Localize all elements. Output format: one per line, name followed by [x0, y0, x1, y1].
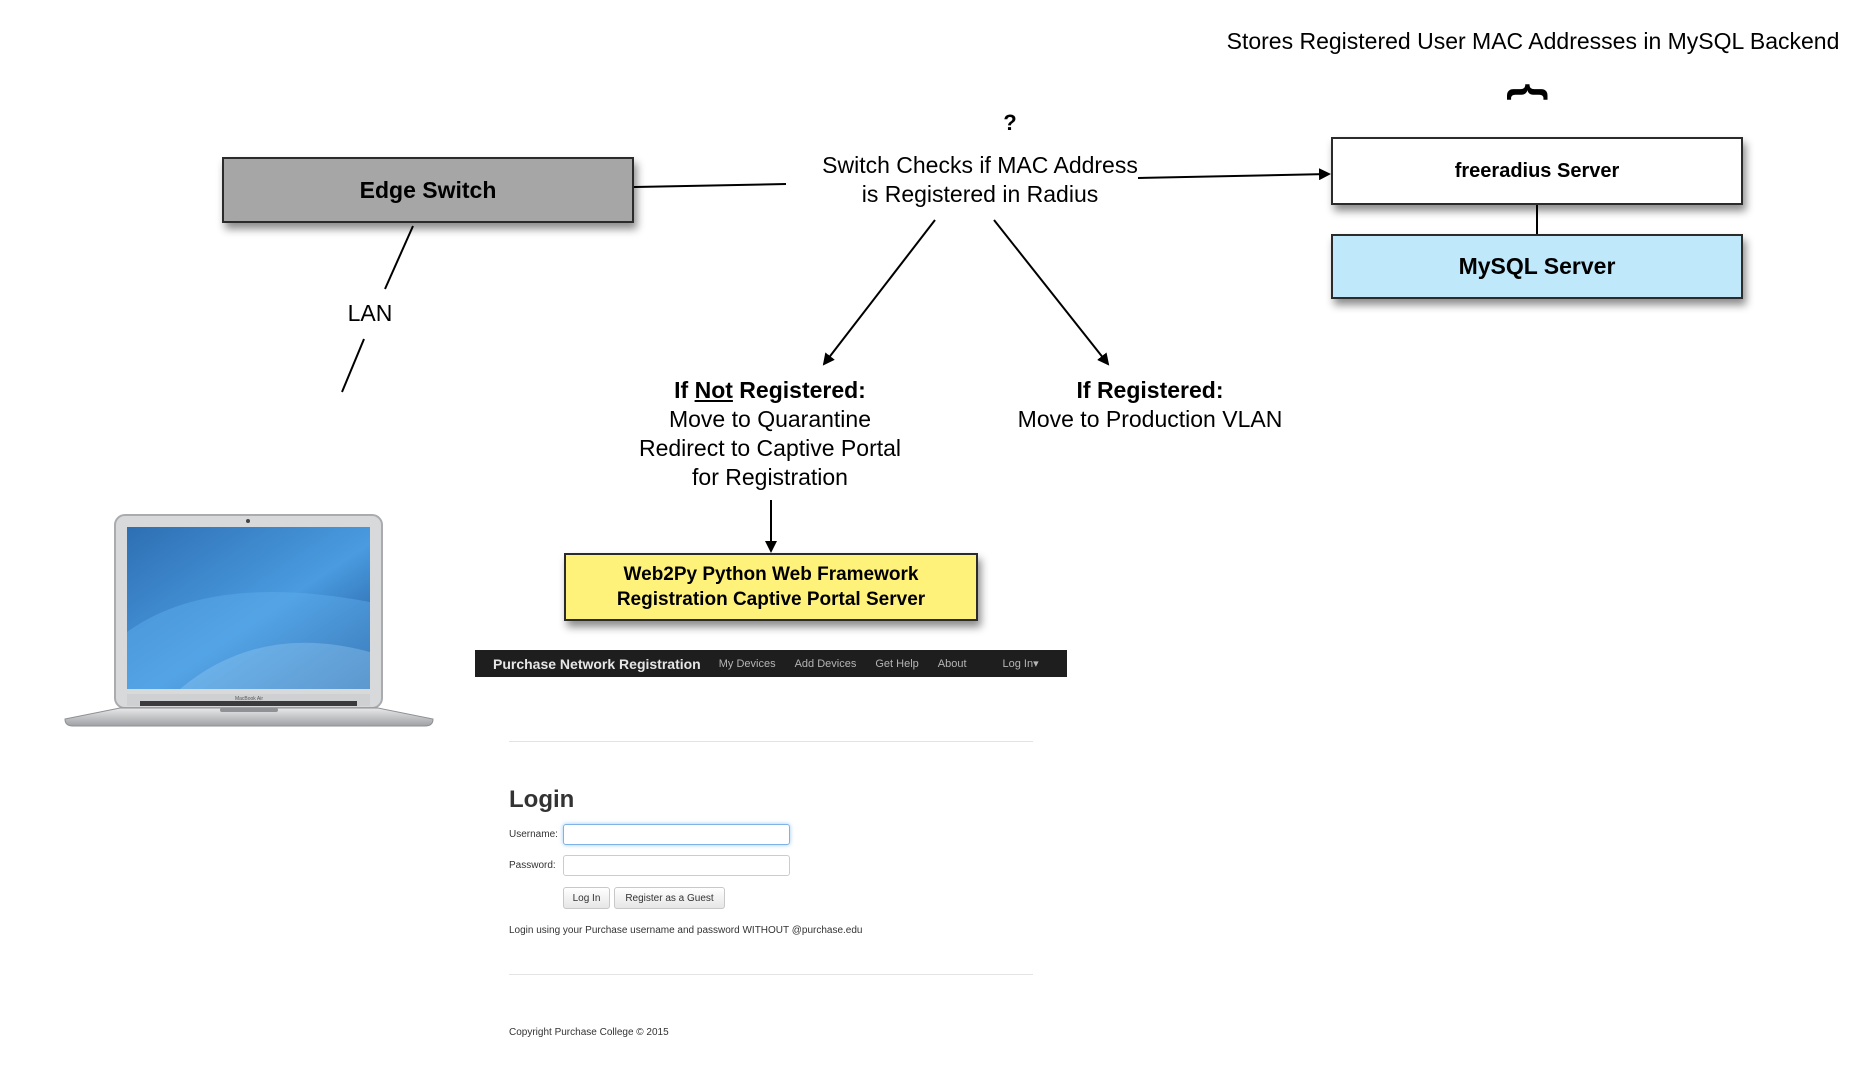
web2py-portal-node: Web2Py Python Web Framework Registration…	[564, 553, 978, 621]
check-to-freeradius-arrow	[1137, 168, 1331, 181]
nav-get-help[interactable]: Get Help	[875, 657, 919, 670]
brace-symbol: {	[1506, 83, 1555, 101]
portal-brand[interactable]: Purchase Network Registration	[493, 655, 701, 672]
check-to-not-registered-arrow	[822, 219, 936, 366]
not-registered-line4: for Registration	[692, 464, 848, 490]
login-title: Login	[509, 786, 575, 813]
password-label: Password:	[509, 860, 556, 871]
registered-label: If Registered: Move to Production VLAN	[990, 376, 1310, 434]
not-registered-line3: Redirect to Captive Portal	[638, 435, 902, 461]
edge-switch-node: Edge Switch	[222, 157, 634, 223]
lan-line-lower	[341, 338, 365, 393]
lan-line-upper	[384, 225, 414, 290]
freeradius-server-node: freeradius Server	[1331, 137, 1743, 205]
web2py-line1: Web2Py Python Web Framework	[623, 564, 919, 585]
login-button[interactable]: Log In	[563, 887, 610, 909]
login-hint: Login using your Purchase username and p…	[509, 925, 863, 936]
nav-my-devices[interactable]: My Devices	[718, 657, 776, 670]
divider-top	[509, 741, 1033, 742]
register-guest-button[interactable]: Register as a Guest	[614, 887, 725, 909]
nav-login-dropdown[interactable]: Log In▾	[1002, 658, 1039, 670]
password-input[interactable]	[563, 855, 790, 876]
check-to-registered-arrow	[993, 219, 1110, 366]
registered-line2: Move to Production VLAN	[1017, 406, 1283, 432]
stores-label: Stores Registered User MAC Addresses in …	[1226, 28, 1840, 54]
switch-check-line1: Switch Checks if MAC Address	[822, 152, 1138, 178]
mysql-server-node: MySQL Server	[1331, 234, 1743, 299]
copyright-text: Copyright Purchase College © 2015	[509, 1027, 669, 1038]
lan-label: LAN	[347, 300, 393, 326]
registered-title: If Registered:	[1076, 377, 1224, 403]
divider-bottom	[509, 974, 1033, 975]
not-registered-line2: Move to Quarantine	[668, 406, 871, 432]
switch-to-check-line	[633, 183, 787, 188]
switch-check-line2: is Registered in Radius	[861, 181, 1099, 207]
not-registered-label: If Not Registered: Move to Quarantine Re…	[590, 376, 950, 492]
nav-about[interactable]: About	[937, 657, 967, 670]
laptop-brand-text: MacBook Air	[235, 696, 263, 702]
username-label: Username:	[509, 829, 558, 840]
switch-check-label: Switch Checks if MAC Address is Register…	[770, 151, 1190, 209]
question-mark: ?	[1003, 110, 1017, 135]
nav-add-devices[interactable]: Add Devices	[794, 657, 857, 670]
not-registered-title: If Not Registered:	[674, 377, 866, 403]
laptop-icon: MacBook Air	[64, 514, 434, 727]
portal-navbar: Purchase Network Registration My Devices…	[475, 650, 1067, 677]
web2py-line2: Registration Captive Portal Server	[616, 589, 926, 610]
username-input[interactable]	[563, 824, 790, 845]
